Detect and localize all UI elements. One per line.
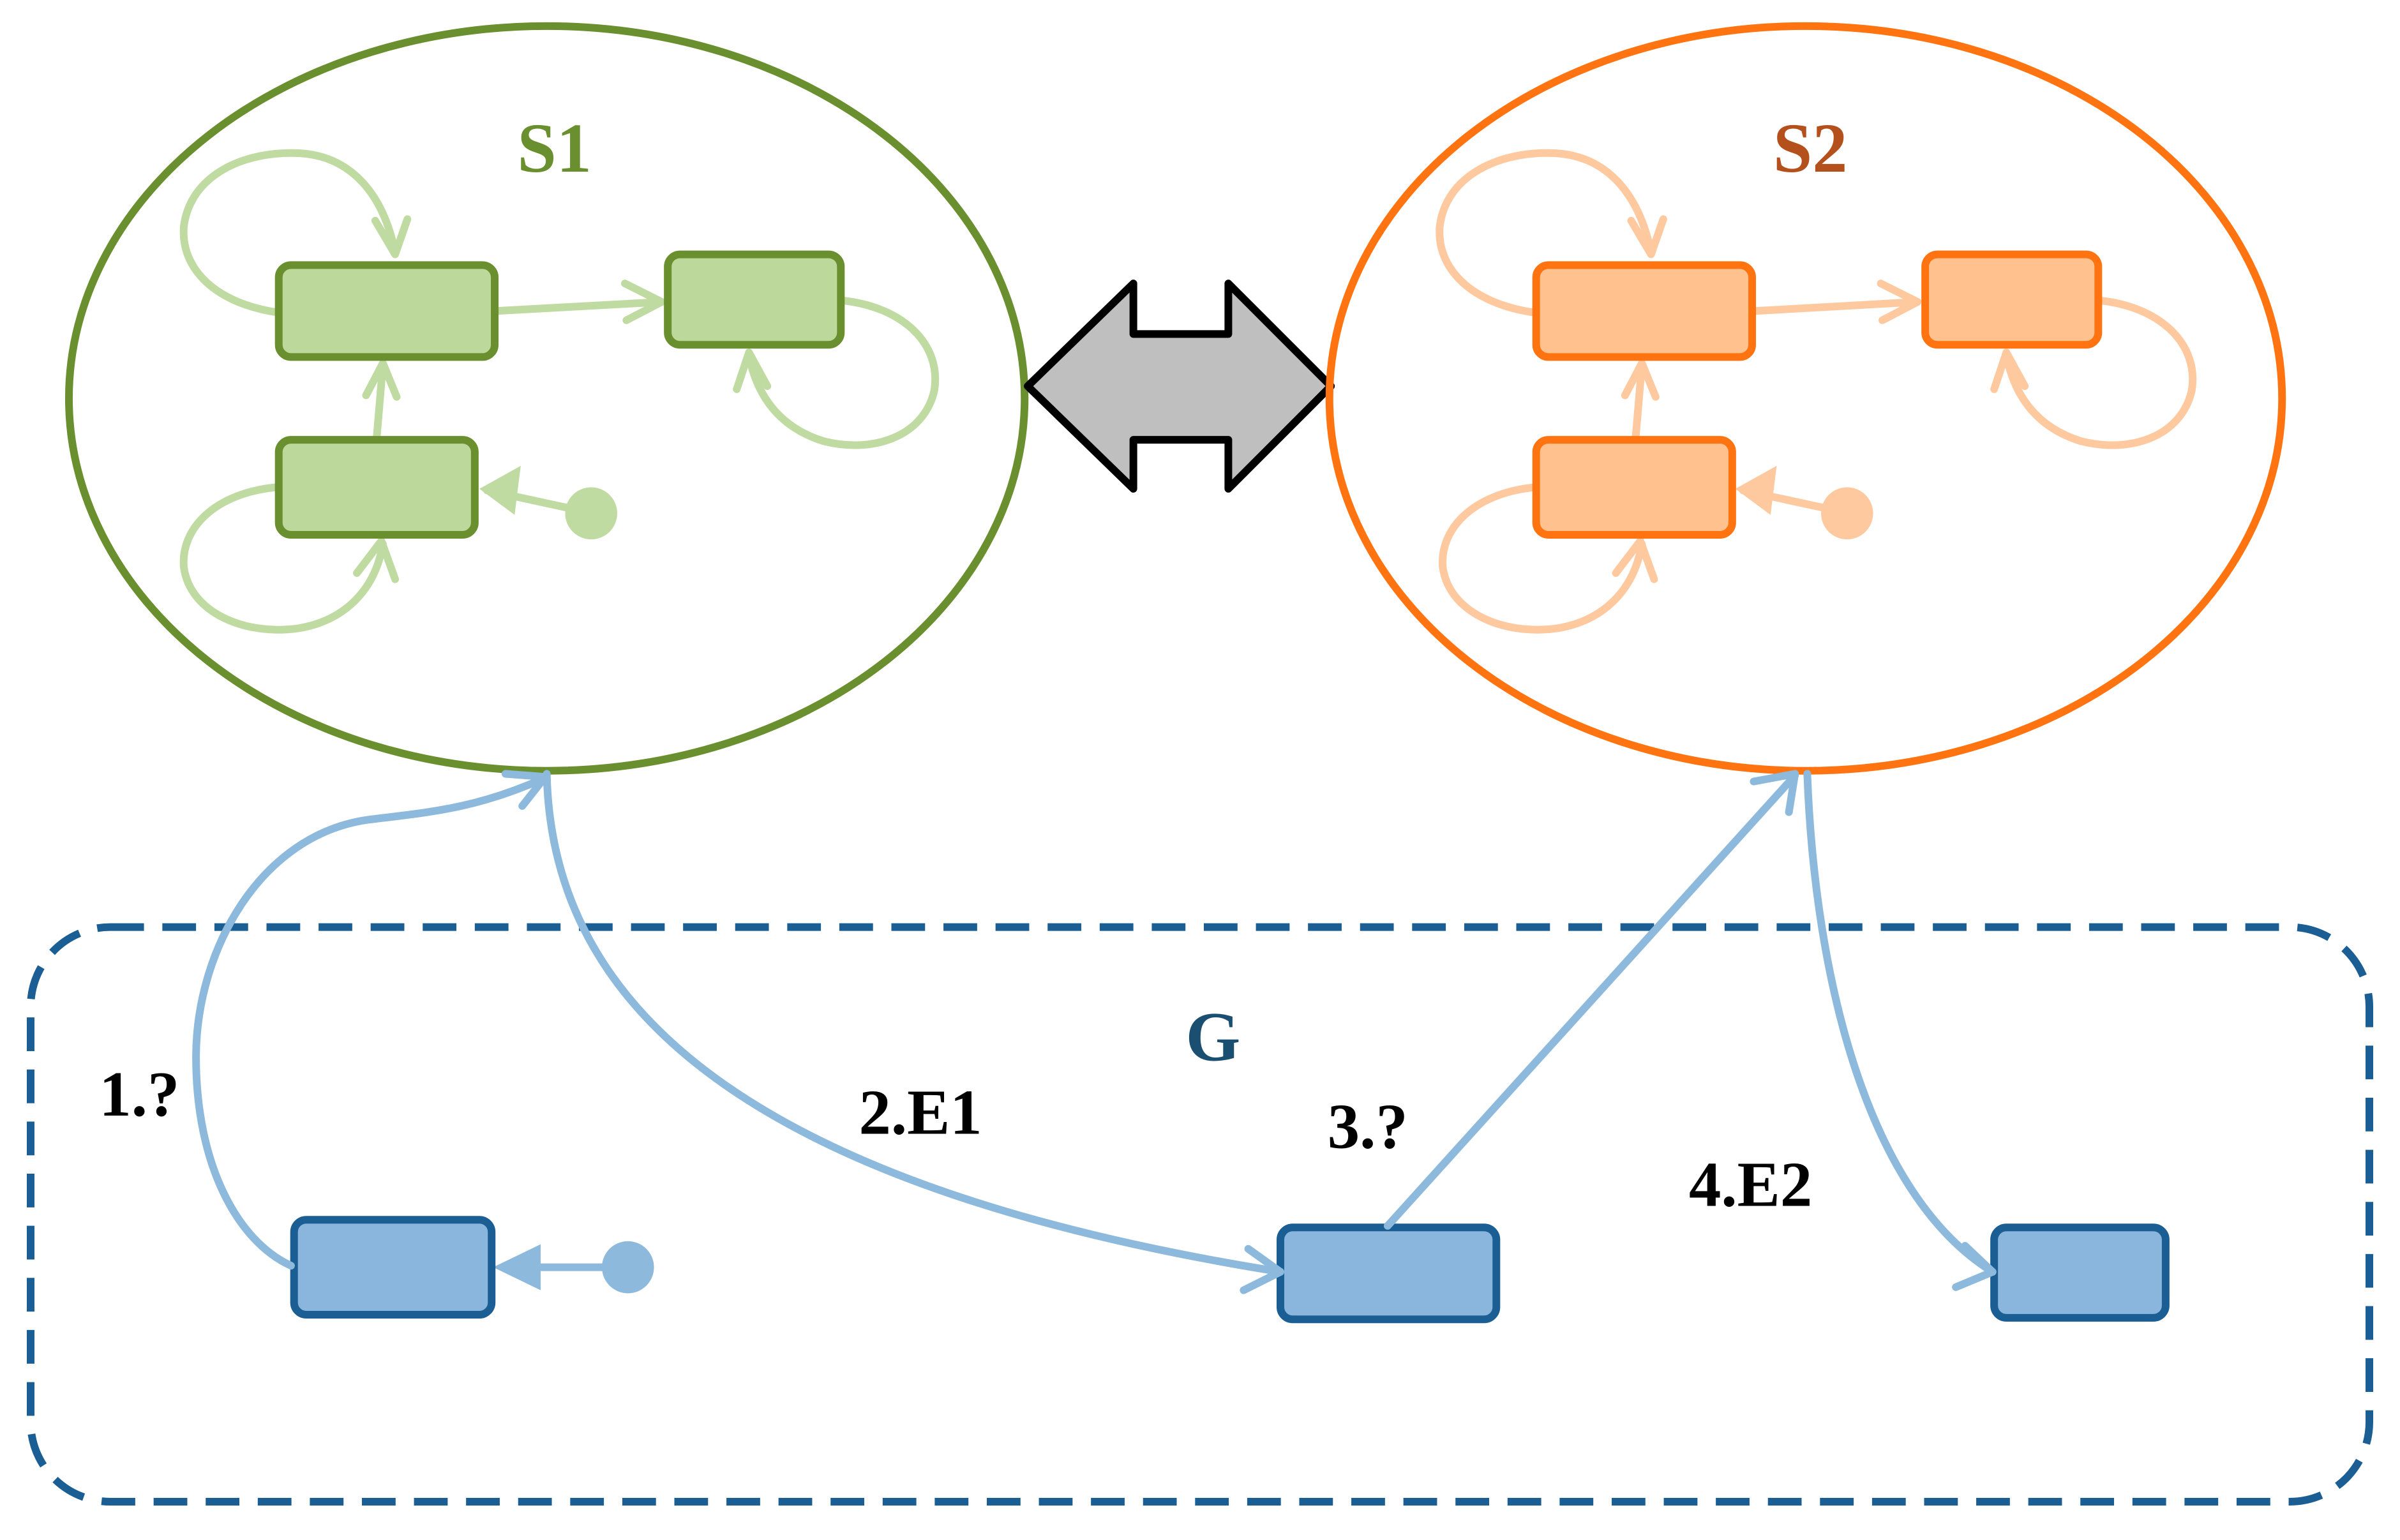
g-state-1: [290, 1216, 496, 1319]
s2-self-loop-a: [1436, 149, 1655, 317]
s2-state-top-left: [1532, 261, 1757, 361]
g-initial-dot: [601, 1241, 654, 1294]
s1-self-loop-b-arrowhead: [733, 348, 772, 393]
transition-step-3: [1383, 771, 1799, 1230]
s2-statechart: S2: [1325, 22, 2286, 775]
s1-initial-arrowhead: [479, 465, 521, 515]
s1-transition-up-arrowhead: [362, 359, 401, 401]
s2-transition-up-arrowhead: [1621, 359, 1660, 401]
step-label-2: 2.E1: [859, 1077, 982, 1148]
s2-self-loop-c: [1439, 483, 1646, 634]
transition-step-1: [192, 774, 548, 1270]
transition-step-4-arrowhead: [1952, 1242, 1997, 1291]
s1-self-loop-a-arrowhead: [371, 215, 412, 258]
g-statechart: G: [26, 923, 2374, 1506]
s1-state-top-left: [274, 261, 499, 361]
s1-initial-dot: [565, 487, 617, 540]
s1-self-loop-b: [745, 296, 940, 449]
s1-self-loop-c: [179, 483, 387, 634]
g-state-3: [1990, 1223, 2170, 1322]
s2-state-top-right: [1921, 250, 2103, 349]
s2-title: S2: [1773, 109, 1848, 187]
s1-state-top-right: [664, 250, 845, 349]
s2-initial-dot: [1820, 487, 1873, 540]
cross-transitions: [192, 770, 1997, 1294]
s2-transition-right-arrowhead: [1877, 280, 1922, 324]
s1-state-bottom: [274, 436, 479, 539]
s1-statechart: S1: [64, 22, 1029, 775]
s1-self-loop-c-arrowhead: [353, 537, 400, 583]
s2-self-loop-c-arrowhead: [1612, 537, 1658, 583]
step-label-3: 3.?: [1328, 1090, 1408, 1162]
transition-step-4: [1803, 770, 1997, 1276]
g-initial-arrowhead: [493, 1244, 541, 1290]
s1-transition-right-arrowhead: [620, 280, 666, 324]
s1-transition-right: [491, 297, 666, 315]
s2-initial-arrowhead: [1735, 465, 1777, 515]
s2-transition-up: [1631, 361, 1646, 441]
s2-self-loop-b: [2002, 296, 2197, 449]
s1-self-loop-a: [179, 149, 400, 317]
transition-step-2-arrowhead: [1240, 1245, 1284, 1294]
s2-transition-right: [1750, 297, 1922, 315]
bidirectional-arrow: [1024, 280, 1335, 493]
s2-self-loop-a-arrowhead: [1627, 215, 1667, 258]
g-state-2: [1276, 1223, 1501, 1324]
g-title: G: [1185, 998, 1240, 1075]
transition-step-2: [543, 770, 1284, 1276]
s2-state-bottom: [1532, 436, 1736, 539]
s1-transition-up: [373, 361, 387, 441]
step-label-4: 4.E2: [1689, 1149, 1812, 1220]
s2-self-loop-b-arrowhead: [1990, 348, 2029, 393]
g-boundary: [26, 923, 2374, 1506]
s1-title: S1: [517, 109, 592, 187]
transition-step-3-arrowhead: [1750, 770, 1799, 816]
step-label-1: 1.?: [99, 1058, 179, 1130]
